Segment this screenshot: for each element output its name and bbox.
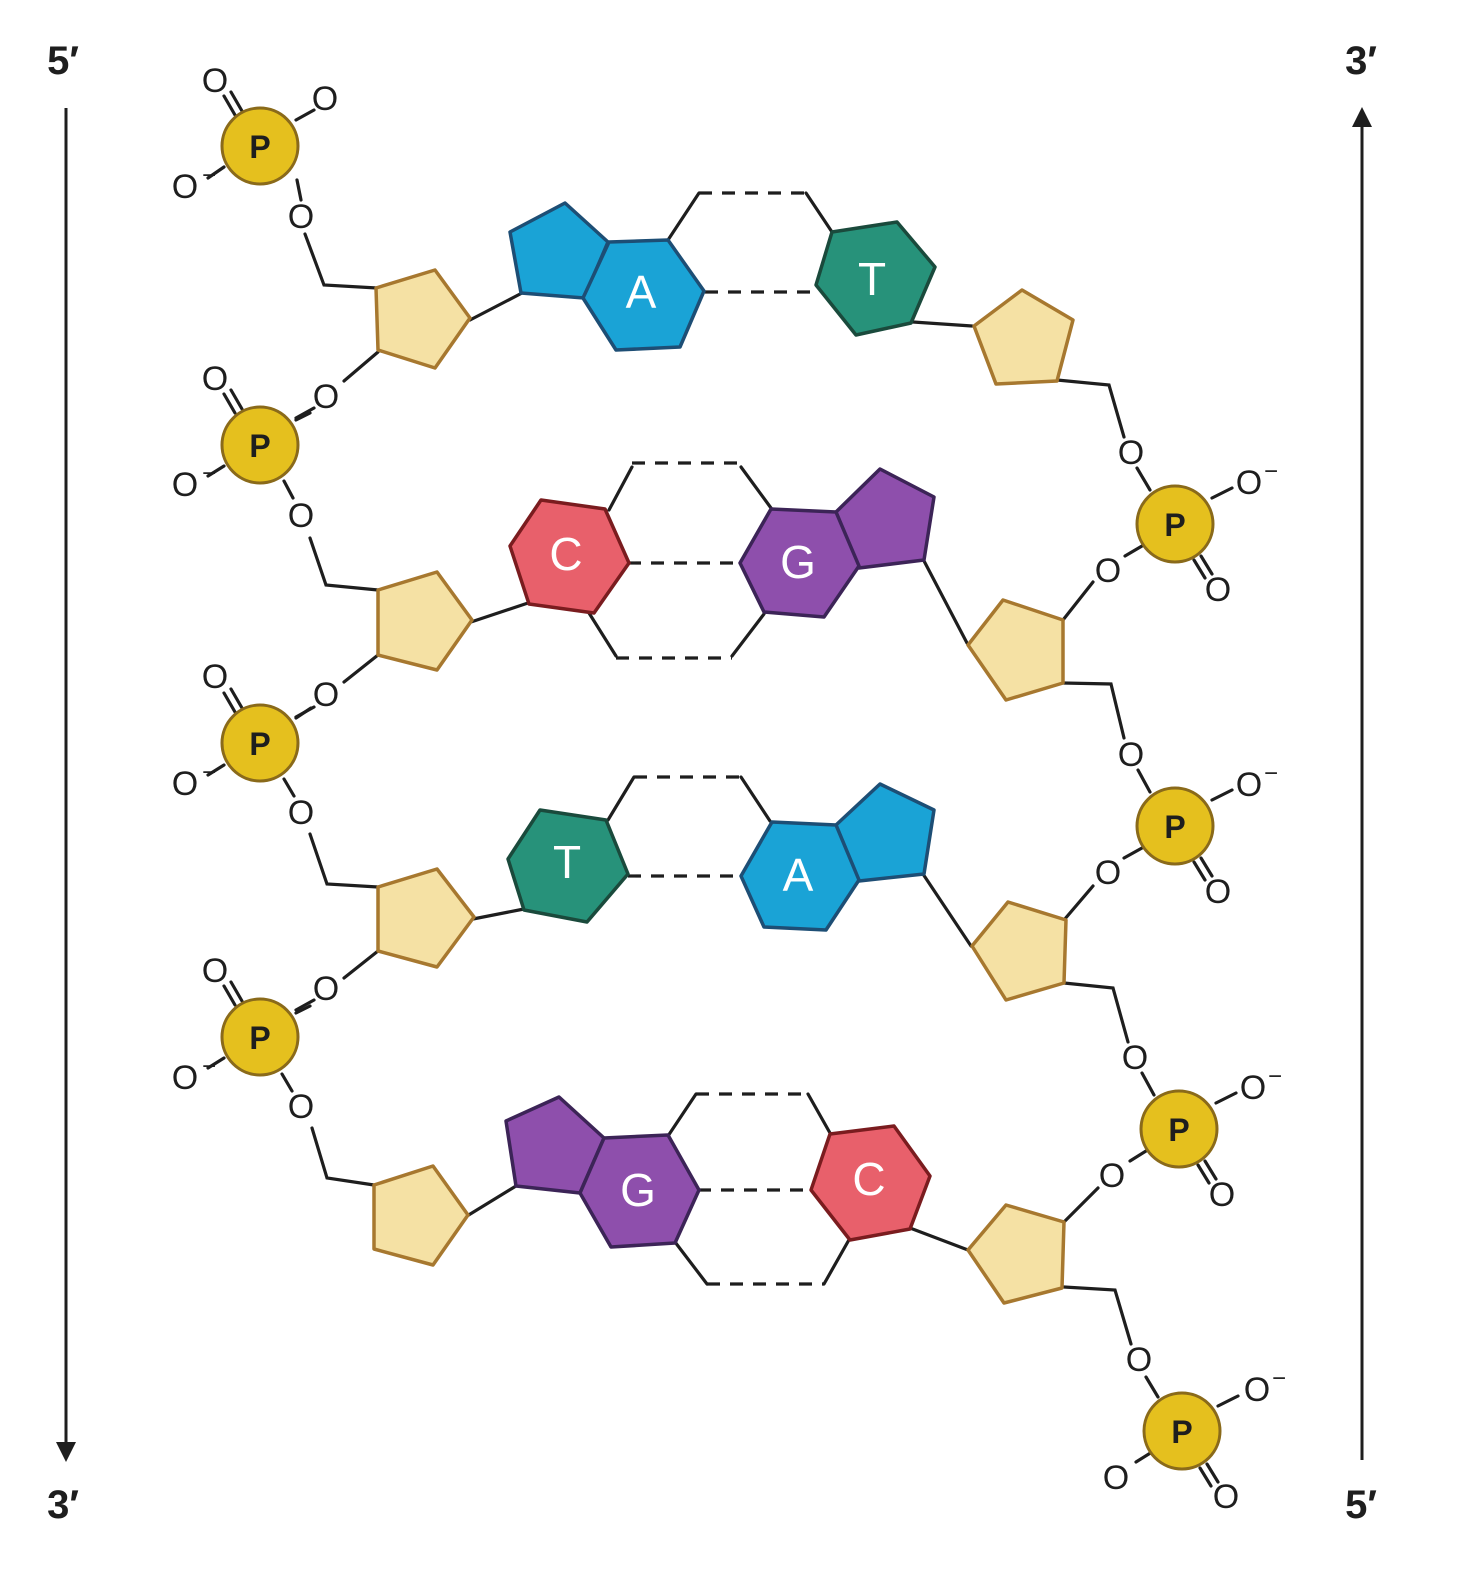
charge-label: − (202, 162, 216, 189)
oxygen-label: O (288, 794, 314, 832)
sugar-right-3 (970, 900, 1068, 1002)
phosphorus-label: P (1164, 507, 1185, 543)
phosphate-right-1: P (1135, 484, 1215, 564)
hydrogen-bonds (587, 191, 852, 1286)
oxygen-label: O (1122, 1039, 1148, 1077)
oxygen-label: O (1236, 464, 1262, 502)
oxygen-label: O (1213, 1478, 1239, 1516)
base-label-a: A (626, 266, 657, 318)
charge-label: − (1272, 1365, 1286, 1392)
charge-label: − (1264, 760, 1278, 787)
oxygen-label: O (1240, 1069, 1266, 1107)
oxygen-label: O (172, 765, 198, 803)
oxygen-atoms: O O O − O O O O − O O O O − O O O O − O … (172, 62, 1286, 1516)
oxygen-label: O (312, 80, 338, 118)
base-label-t: T (553, 836, 581, 888)
left-strand-bottom-label: 3′ (47, 1483, 79, 1527)
oxygen-label: O (1118, 736, 1144, 774)
sugar-right-4 (966, 1203, 1066, 1305)
phosphate-right-3: P (1139, 1089, 1219, 1169)
base-cytosine: C (809, 1124, 932, 1242)
phosphorus-label: P (1171, 1414, 1192, 1450)
oxygen-label: O (1126, 1341, 1152, 1379)
oxygen-label: O (202, 62, 228, 100)
phosphorus-label: P (249, 129, 270, 165)
charge-label: − (202, 460, 216, 487)
charge-label: − (202, 759, 216, 786)
oxygen-label: O (1099, 1157, 1125, 1195)
oxygen-label: O (1103, 1459, 1129, 1497)
oxygen-label: O (1118, 434, 1144, 472)
base-label-g: G (620, 1164, 656, 1216)
base-thymine: T (814, 220, 937, 337)
oxygen-label: O (172, 1059, 198, 1097)
phosphate-left-4: P (220, 997, 300, 1077)
phosphate-right-4: P (1142, 1391, 1222, 1471)
phosphate-right-2: P (1135, 786, 1215, 866)
arrow-down-icon (56, 108, 76, 1462)
charge-label: − (202, 1053, 216, 1080)
oxygen-label: O (1236, 766, 1262, 804)
base-thymine: T (506, 808, 630, 924)
oxygen-label: O (313, 676, 339, 714)
base-label-a: A (783, 849, 814, 901)
phosphorus-label: P (249, 726, 270, 762)
right-strand-bottom-label: 5′ (1345, 1483, 1377, 1527)
base-label-g: G (780, 536, 816, 588)
sugar-right-1 (972, 288, 1075, 386)
oxygen-label: O (288, 198, 314, 236)
base-label-c: C (549, 528, 582, 580)
base-adenine: A (508, 201, 706, 352)
phosphate-left-1: P (220, 106, 300, 186)
phosphorus-label: P (1168, 1112, 1189, 1148)
sugar-left-1 (374, 268, 472, 370)
phosphate-left-3: P (220, 703, 300, 783)
sugar-left-3 (376, 867, 476, 969)
right-strand-top-label: 3′ (1345, 39, 1377, 83)
phosphorus-label: P (249, 1020, 270, 1056)
oxygen-label: O (172, 168, 198, 206)
oxygen-label: O (172, 466, 198, 504)
phosphates: P P P P P P P P (220, 106, 1222, 1471)
sugar-left-2 (376, 570, 474, 672)
oxygen-label: O (1205, 571, 1231, 609)
oxygen-label: O (1209, 1176, 1235, 1214)
oxygen-label: O (202, 658, 228, 696)
phosphorus-label: P (249, 428, 270, 464)
oxygen-label: O (288, 1088, 314, 1126)
arrow-up-icon (1352, 107, 1372, 1460)
charge-label: − (1264, 458, 1278, 485)
phosphorus-label: P (1164, 809, 1185, 845)
bases: A T C G T A G (504, 201, 937, 1249)
oxygen-label: O (1244, 1371, 1270, 1409)
charge-label: − (1268, 1063, 1282, 1090)
oxygen-label: O (1205, 873, 1231, 911)
oxygen-label: O (288, 497, 314, 535)
sugar-right-2 (966, 598, 1065, 702)
base-guanine: G (504, 1095, 701, 1249)
base-adenine: A (739, 782, 936, 932)
oxygen-label: O (313, 970, 339, 1008)
sugar-left-4 (372, 1164, 470, 1267)
left-strand-top-label: 5′ (47, 39, 79, 83)
oxygen-label: O (202, 360, 228, 398)
backbone-bonds (206, 90, 1240, 1488)
oxygen-label: O (1095, 552, 1121, 590)
sugars (372, 268, 1075, 1305)
oxygen-label: O (202, 952, 228, 990)
base-cytosine: C (508, 498, 631, 615)
base-label-t: T (858, 253, 886, 305)
phosphate-left-2: P (220, 405, 300, 485)
base-guanine: G (738, 467, 936, 619)
oxygen-label: O (313, 378, 339, 416)
oxygen-label: O (1095, 854, 1121, 892)
base-label-c: C (852, 1153, 885, 1205)
